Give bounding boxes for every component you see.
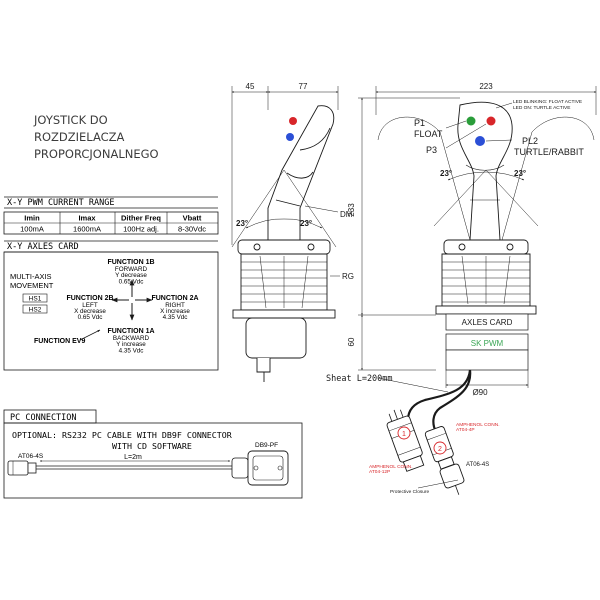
pc-right-connector-label: DB9-PF bbox=[255, 442, 278, 449]
dm-label: DM bbox=[340, 210, 353, 219]
at06-4s-closure-icon bbox=[439, 463, 465, 495]
dim-223: 223 bbox=[479, 82, 493, 91]
hs1-label: HS1 bbox=[29, 296, 42, 303]
turtle-rabbit-button bbox=[475, 136, 485, 146]
function-2a-dir: RIGHT bbox=[165, 302, 185, 309]
pc-left-connector-label: AT06-4S bbox=[18, 453, 44, 460]
float-button bbox=[466, 116, 476, 126]
p3-button bbox=[486, 116, 496, 126]
amphenol-4p-label-1: AMPHENOL CONN. bbox=[456, 422, 500, 428]
side-angle-right: 23° bbox=[300, 219, 312, 228]
pwm-val-vbatt: 8-30Vdc bbox=[178, 225, 206, 234]
sheat-label: Sheat L=200mm bbox=[326, 374, 393, 384]
front-angle-left: 23° bbox=[440, 169, 452, 178]
amphenol-4p-label-2: AT04-4P bbox=[456, 427, 475, 433]
function-1b-dir: FORWARD bbox=[115, 266, 148, 273]
function-ev9-label: FUNCTION EV9 bbox=[34, 338, 85, 345]
dim-diameter-90: Ø90 bbox=[472, 388, 488, 397]
joystick-side-view bbox=[231, 86, 340, 382]
p3-label: P3 bbox=[426, 145, 437, 155]
amphenol-12p-label-1: AMPHENOL CONN. bbox=[369, 464, 413, 470]
function-2a-volt: 4.35 Vdc bbox=[163, 314, 188, 321]
turtle-rabbit-label: TURTLE/RABBIT bbox=[514, 147, 584, 157]
pwm-val-imax: 1600mA bbox=[73, 225, 101, 234]
pwm-current-table: X-Y PWM CURRENT RANGE Imin Imax Dither F… bbox=[3, 196, 219, 235]
side-red-button bbox=[289, 117, 297, 125]
drawing-title: JOYSTICK DO ROZDZIELACZA PROPORCJONALNEG… bbox=[34, 112, 234, 163]
function-1b-volt: 0.65 Vdc bbox=[119, 279, 144, 286]
function-2b-axis: X decrease bbox=[74, 308, 106, 315]
axles-card-label: AXLES CARD bbox=[462, 318, 513, 327]
led-blinking-note: LED BLINKING: FLOAT ACTIVE bbox=[513, 99, 582, 105]
axles-card-heading: X-Y AXLES CARD bbox=[7, 242, 79, 252]
function-2b-dir: LEFT bbox=[82, 302, 98, 309]
at06-connector-icon bbox=[7, 460, 37, 476]
title-line-3: PROPORCJONALNEGO bbox=[34, 147, 159, 161]
pwm-col-dither: Dither Freq bbox=[121, 214, 161, 223]
dim-45: 45 bbox=[246, 82, 255, 91]
p1-label: P1 bbox=[414, 118, 425, 128]
pc-connection-line-1: OPTIONAL: RS232 PC CABLE WITH DB9F CONNE… bbox=[12, 430, 232, 440]
rg-label: RG bbox=[342, 272, 354, 281]
multi-axis-label-1: MULTI-AXIS bbox=[10, 272, 52, 281]
front-view-labels: 223 233 60 Ø90 P1 FLOAT P3 PL2 TURTLE/RA… bbox=[326, 82, 584, 495]
conn-1-marker bbox=[397, 426, 411, 440]
title-line-2: ROZDZIELACZA bbox=[34, 130, 125, 144]
dim-233: 233 bbox=[347, 203, 356, 217]
function-1a-volt: 4.35 Vdc bbox=[119, 348, 144, 355]
float-label: FLOAT bbox=[414, 129, 443, 139]
dim-60: 60 bbox=[347, 337, 356, 346]
function-1b-axis: Y decrease bbox=[115, 272, 147, 279]
axles-card-panel: X-Y AXLES CARD MULTI-AXIS MOVEMENT HS1 H… bbox=[3, 240, 219, 371]
function-2b-label: FUNCTION 2B bbox=[66, 295, 113, 302]
conn-2-marker bbox=[433, 441, 447, 455]
pc-cable-length: L=2m bbox=[124, 454, 142, 461]
conn-1-number: 1 bbox=[402, 431, 406, 438]
multi-axis-label-2: MOVEMENT bbox=[10, 281, 54, 290]
function-2a-label: FUNCTION 2A bbox=[151, 295, 198, 302]
pc-connection-panel: PC CONNECTION OPTIONAL: RS232 PC CABLE W… bbox=[3, 409, 303, 499]
function-1b-label: FUNCTION 1B bbox=[107, 259, 154, 266]
dim-77: 77 bbox=[299, 82, 308, 91]
pwm-table-heading: X-Y PWM CURRENT RANGE bbox=[7, 198, 114, 208]
pc-connection-heading: PC CONNECTION bbox=[10, 413, 77, 423]
pwm-col-vbatt: Vbatt bbox=[183, 214, 202, 223]
title-line-1: JOYSTICK DO bbox=[34, 113, 108, 127]
function-1a-axis: Y increase bbox=[116, 341, 146, 348]
protective-closure-label: Protective Closure bbox=[390, 489, 430, 495]
function-1a-dir: BACKWARD bbox=[113, 335, 150, 342]
conn-2-number: 2 bbox=[438, 446, 442, 453]
pc-connection-line-2: WITH CD SOFTWARE bbox=[112, 441, 192, 451]
led-on-note: LED ON: TURTLE ACTIVE bbox=[513, 105, 570, 111]
pl2-label: PL2 bbox=[522, 136, 538, 146]
function-2b-volt: 0.65 Vdc bbox=[78, 314, 103, 321]
pwm-col-imax: Imax bbox=[78, 214, 96, 223]
sk-pwm-label: SK PWM bbox=[471, 339, 504, 348]
at06-4s-label: AT06-4S bbox=[466, 462, 489, 468]
function-2a-axis: X increase bbox=[160, 308, 190, 315]
amphenol-12p-label-2: AT04-12P bbox=[369, 469, 390, 475]
front-angle-right: 23° bbox=[514, 169, 526, 178]
joystick-front-view bbox=[358, 86, 597, 495]
side-view-labels: 45 77 23° 23° DM RG bbox=[236, 82, 354, 281]
side-angle-left: 23° bbox=[236, 219, 248, 228]
hs2-label: HS2 bbox=[29, 307, 42, 314]
side-blue-button bbox=[286, 133, 294, 141]
db9-connector-icon bbox=[231, 450, 289, 486]
pwm-val-dither: 100Hz adj. bbox=[123, 225, 159, 234]
pwm-col-imin: Imin bbox=[24, 214, 40, 223]
pwm-val-imin: 100mA bbox=[20, 225, 44, 234]
function-1a-label: FUNCTION 1A bbox=[107, 328, 154, 335]
